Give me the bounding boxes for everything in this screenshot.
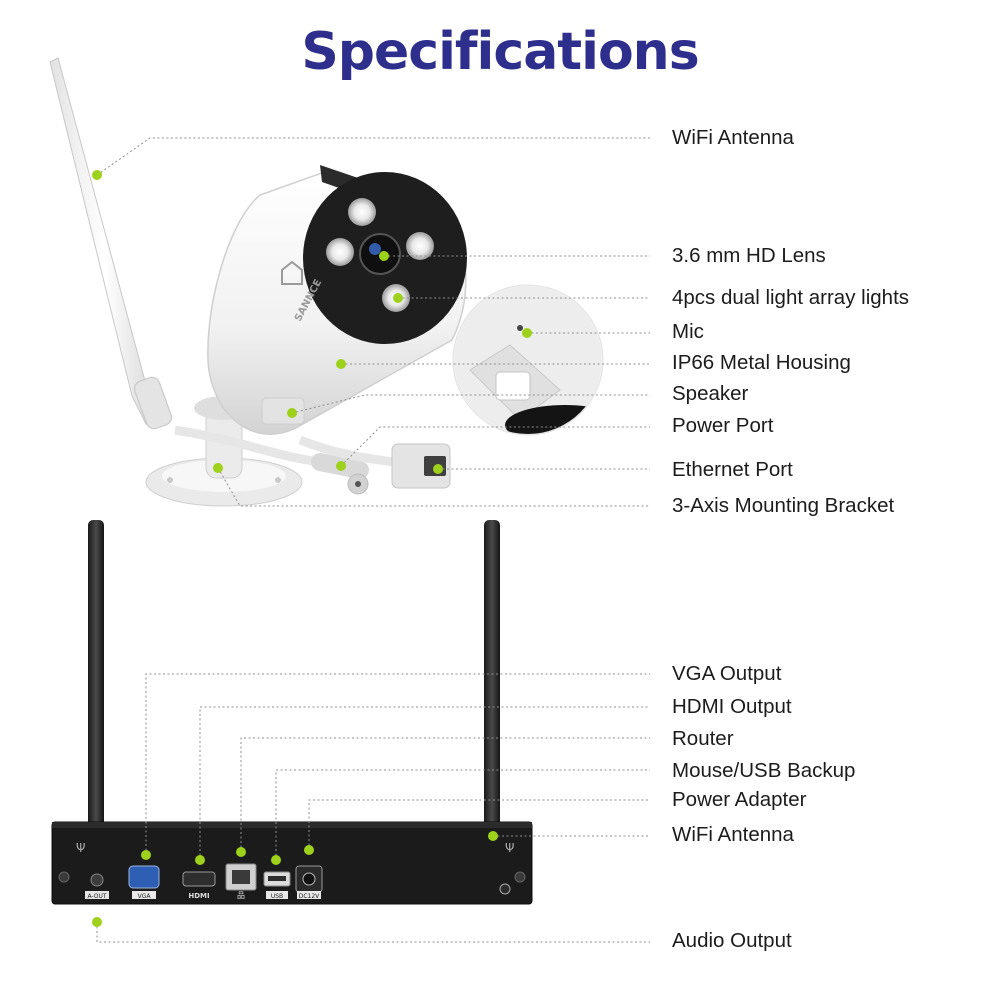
label-ethernet-port: Ethernet Port [672,458,793,481]
ethernet-connector [391,443,451,489]
brand-logo-icon [281,260,303,285]
nvr-antenna-right [484,520,500,860]
label-hd-lens: 3.6 mm HD Lens [672,244,826,267]
label-mic: Mic [672,320,704,343]
marker-dots [92,170,532,927]
label-power-adapter: Power Adapter [672,788,807,811]
ground-screw [499,883,511,895]
label-audio-output: Audio Output [672,929,792,952]
audio-out-port [90,873,104,887]
speaker-grille [261,397,305,425]
port-caption-vga: VGA [138,893,152,900]
port-caption-aout: A-OUT [87,893,106,900]
led-3 [406,232,434,260]
label-nvr-wifi-antenna: WiFi Antenna [672,823,794,846]
vga-port [128,865,160,889]
label-mouse-usb-backup: Mouse/USB Backup [672,759,856,782]
svg-text:Ψ: Ψ [505,841,514,855]
svg-text:Ψ: Ψ [76,841,85,855]
label-speaker: Speaker [672,382,749,405]
label-router: Router [672,727,734,750]
label-metal-housing: IP66 Metal Housing [672,351,851,374]
port-caption-hdmi: HDMI [188,892,209,900]
label-power-port: Power Port [672,414,774,437]
port-caption-dc: DC12V [299,893,320,900]
led-1 [348,198,376,226]
camera-illustration: SANNCE [49,57,604,507]
led-2 [326,238,354,266]
svg-text:品: 品 [237,891,245,900]
nvr-antenna-left [88,520,104,860]
nvr-body [51,821,533,905]
leader-lines [96,137,650,943]
hdmi-port [182,871,216,887]
page-title: Specifications [301,22,699,82]
camera-antenna [49,57,161,425]
label-camera-wifi-antenna: WiFi Antenna [672,126,794,149]
label-mounting-bracket: 3-Axis Mounting Bracket [672,494,895,517]
nvr-illustration: Ψ Ψ A-OUT VGA HDMI 品 USB DC12V [51,520,533,905]
label-dual-light-array: 4pcs dual light array lights [672,286,910,309]
label-hdmi-output: HDMI Output [672,695,792,718]
label-vga-output: VGA Output [672,662,782,685]
port-caption-usb: USB [271,893,283,900]
